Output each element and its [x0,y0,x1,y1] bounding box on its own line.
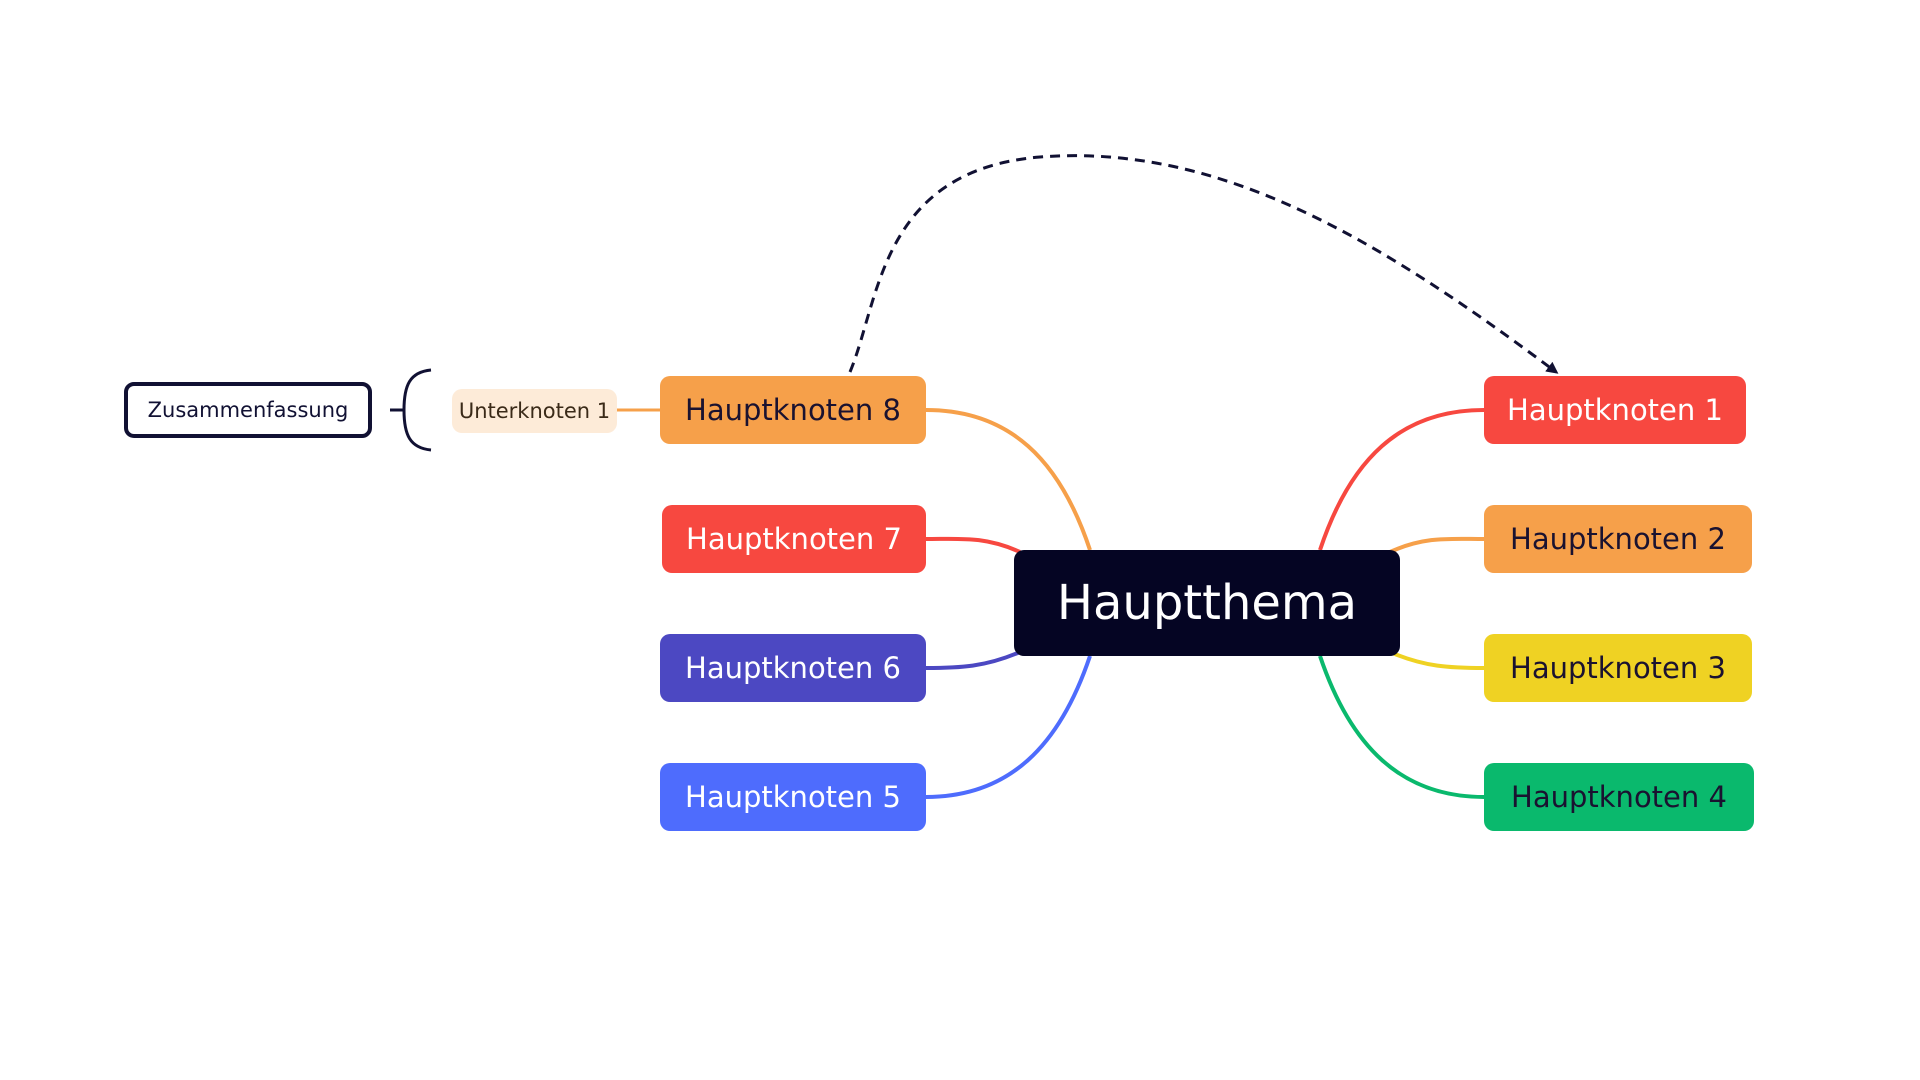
branch-line-n6 [925,650,1021,670]
branch-line-n5 [925,655,1092,799]
main-node-7[interactable]: Hauptknoten 7 [662,505,926,573]
main-node-4[interactable]: Hauptknoten 4 [1484,763,1754,831]
summary-node[interactable]: Zusammenfassung [124,382,372,438]
center-node[interactable]: Hauptthema [1014,550,1400,656]
main-node-6[interactable]: Hauptknoten 6 [660,634,926,702]
branch-line-n1 [1318,408,1485,551]
main-node-5[interactable]: Hauptknoten 5 [660,763,926,831]
subnode-1[interactable]: Unterknoten 1 [452,389,617,433]
branch-line-n4 [1318,655,1485,799]
branch-line-n3 [1389,650,1485,670]
main-node-3[interactable]: Hauptknoten 3 [1484,634,1752,702]
branch-line-n2 [1389,536,1485,554]
branch-line-n8 [925,408,1092,551]
branch-line-n7 [925,536,1021,554]
relationship-arrow[interactable] [848,154,1559,374]
main-node-1[interactable]: Hauptknoten 1 [1484,376,1746,444]
main-node-2[interactable]: Hauptknoten 2 [1484,505,1752,573]
summary-bracket [402,368,432,452]
main-node-8[interactable]: Hauptknoten 8 [660,376,926,444]
